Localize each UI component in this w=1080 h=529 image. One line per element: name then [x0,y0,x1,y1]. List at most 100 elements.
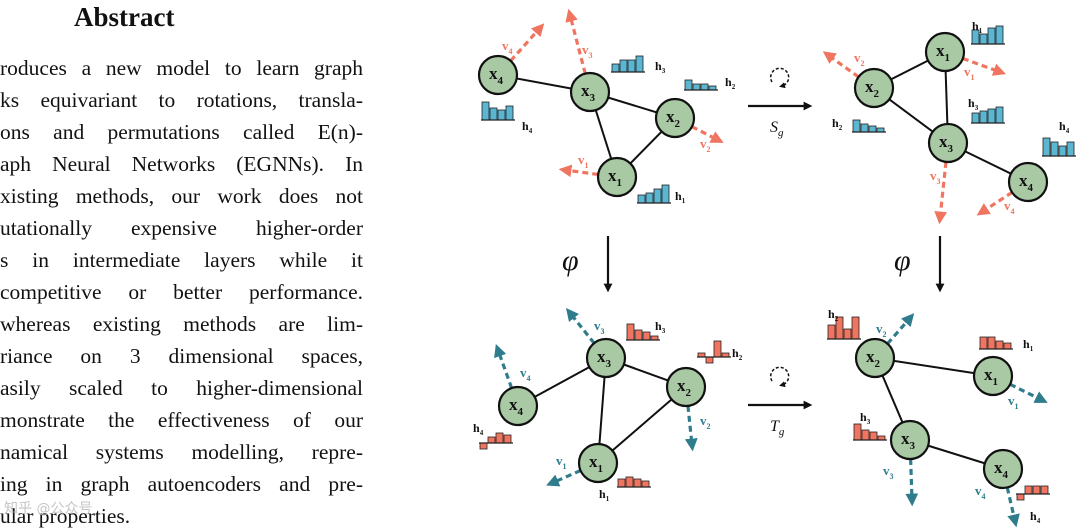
node-label-sub: 1 [993,376,999,388]
velocity-label-sub: 3 [890,472,894,481]
histogram-bar [625,476,634,488]
velocity-arrow [1005,487,1020,528]
node-label-sub: 3 [590,92,596,104]
feature-histogram [971,106,1005,124]
histogram-bar [995,340,1004,350]
feature-label: h3 [860,410,871,426]
abstract-line: competitive or better performance. [0,280,363,304]
velocity-label-main: v [854,50,861,65]
abstract-line: ons and permutations called E(n)- [0,120,363,144]
node-label-main: x [677,376,686,395]
velocity-label: v4 [502,38,513,56]
feature-label-main: h [655,319,662,333]
feature-histogram [479,432,513,450]
abstract-line: ks equivariant to rotations, transla- [0,88,363,112]
node-label-sub: 2 [675,118,681,130]
node-label: x2 [666,107,681,130]
node-label: x2 [866,347,881,370]
histogram-bar [1058,145,1067,157]
histogram-bar [481,101,490,121]
velocity-label-sub: 3 [589,51,593,60]
feature-histogram [853,423,887,441]
velocity-label-main: v [700,413,707,428]
graph-node [585,337,627,379]
feature-label-main: h [599,487,606,501]
feature-label: h3 [655,319,666,335]
feature-histogram [852,119,886,133]
histogram-bar [497,109,506,121]
feature-histogram [971,25,1005,45]
histogram-bar [684,79,693,91]
feature-label: h2 [832,116,843,132]
velocity-label-main: v [594,318,601,333]
node-label-main: x [666,107,675,126]
feature-label-sub: 4 [480,429,484,437]
phi-left: φ [562,236,613,293]
feature-label-sub: 2 [839,124,843,132]
node-label-main: x [489,64,498,83]
velocity-label-sub: 2 [707,422,711,431]
histogram-bar [641,480,650,488]
graph-node [596,156,638,198]
velocity-label-sub: 1 [585,161,589,170]
histogram-bar [979,336,988,350]
node-label-sub: 1 [617,177,623,189]
feature-label: h4 [1059,119,1070,135]
feature-label-sub: 1 [1030,345,1034,353]
histogram-bar [861,429,870,441]
velocity-label: v3 [930,168,941,186]
histogram-bar [995,25,1004,45]
histogram-bar [995,106,1004,124]
feature-label-main: h [473,421,480,435]
histogram-bar [633,478,642,488]
feature-label: h2 [732,346,743,362]
histogram-bar [627,59,636,73]
node-label: x2 [677,376,692,399]
feature-histogram [481,101,515,121]
feature-histogram [1016,485,1050,501]
velocity-label-main: v [930,168,937,183]
histogram-bar [479,442,488,450]
velocity-label-main: v [964,64,971,79]
histogram-bar [626,323,635,341]
feature-label-sub: 1 [979,27,983,35]
feature-label-main: h [1059,119,1066,133]
node-label-main: x [1019,171,1028,190]
feature-label-main: h [832,116,839,130]
histogram-bar [979,110,988,124]
histogram-bar [503,434,512,444]
node-label: x2 [865,77,880,100]
velocity-label-sub: 3 [937,177,941,186]
graph-node [889,419,931,461]
velocity-label-main: v [578,152,585,167]
abstract-line: whereas existing methods are lim- [0,312,363,336]
histogram-bar [617,478,626,488]
histogram-bar [487,436,496,444]
velocity-label-main: v [582,42,589,57]
feature-label: h1 [599,487,610,503]
operator-t-g: Tg [748,366,813,438]
feature-label-main: h [860,410,867,424]
node-label-main: x [589,452,598,471]
graph-node [982,448,1024,490]
histogram-bar [642,331,651,341]
feature-label-main: h [725,75,732,89]
phi-label: φ [894,244,911,277]
feature-histogram [1042,137,1076,157]
feature-label-sub: 2 [739,354,743,362]
histogram-bar [851,316,860,340]
velocity-label: v4 [520,365,531,383]
histogram-bar [1066,141,1075,157]
feature-label-sub: 3 [867,418,871,426]
graph-node [972,355,1014,397]
velocity-label: v4 [975,483,986,501]
velocity-label-sub: 2 [861,59,865,68]
histogram-bar [987,108,996,124]
phi-right: φ [894,236,945,293]
node-label: x4 [489,64,504,87]
histogram-bar [843,328,852,340]
feature-label-sub: 1 [606,495,610,503]
feature-label-main: h [732,346,739,360]
velocity-label: v1 [1008,393,1019,411]
